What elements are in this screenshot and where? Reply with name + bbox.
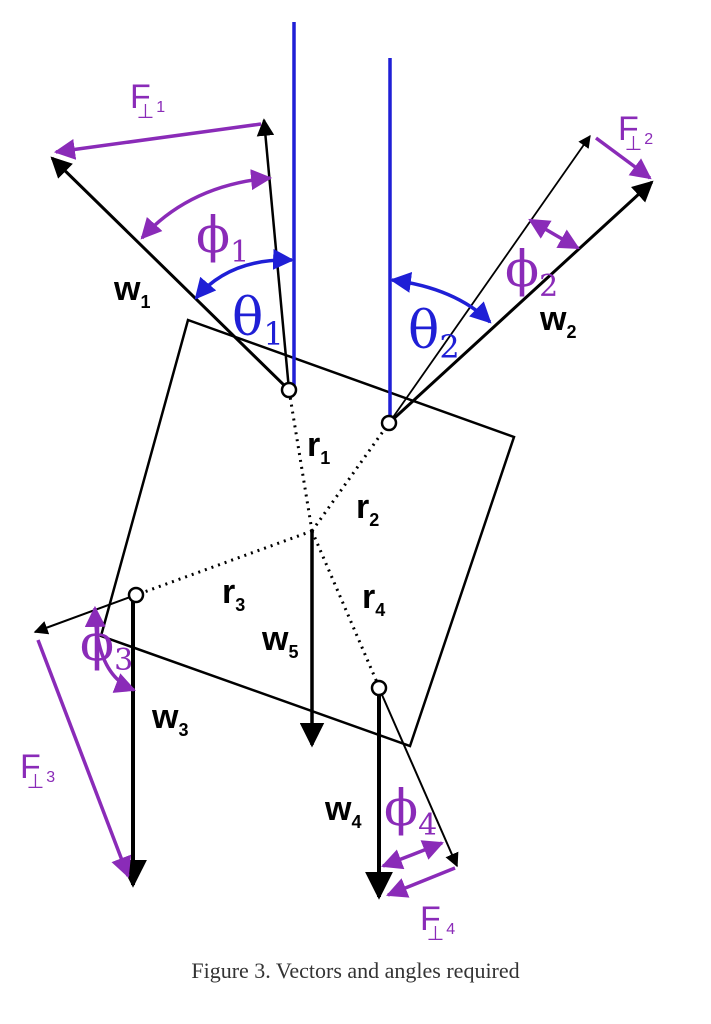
- radius-lines: [135, 389, 391, 688]
- attachment-points: [127, 381, 398, 697]
- w4-component: [378, 687, 459, 868]
- w1-label: w1: [113, 270, 150, 312]
- figure-caption: Figure 3. Vectors and angles required: [191, 958, 520, 983]
- rigid-body-square: [99, 318, 516, 748]
- r3-label: r3: [222, 573, 245, 615]
- w5-label: w5: [261, 620, 298, 662]
- phi4-label: ϕ4: [384, 779, 437, 843]
- F2-perp-arrow: [594, 136, 652, 180]
- F1-label: F⊥1: [130, 78, 165, 123]
- theta2-label: θ2: [408, 301, 460, 366]
- attachment-point-2: [380, 414, 398, 432]
- theta-arcs: [194, 248, 492, 324]
- perpendicular-forces: [36, 122, 652, 898]
- w2-label: w2: [539, 300, 576, 342]
- phi2-label: ϕ2: [505, 240, 558, 304]
- r4-label: r4: [362, 578, 385, 620]
- F3-label: F⊥3: [20, 748, 55, 793]
- F2-label: F⊥2: [618, 110, 653, 155]
- F1-perp-arrow: [53, 122, 262, 160]
- phi3-label: ϕ3: [80, 614, 133, 678]
- r2-line: [310, 422, 391, 532]
- r2-label: r2: [356, 488, 379, 530]
- w3-label: w3: [151, 698, 188, 740]
- w2-component: [388, 134, 591, 424]
- theta1-arc: [194, 248, 295, 300]
- phi2-arc: [528, 218, 580, 250]
- theta2-arc: [389, 271, 492, 324]
- attachment-point-3: [127, 586, 145, 604]
- phi4-arc: [381, 840, 444, 870]
- F3-perp-arrow: [36, 639, 132, 878]
- w2-vector: [387, 180, 654, 425]
- w1-vector: [50, 156, 291, 392]
- phi-arcs: [84, 169, 580, 870]
- phi1-label: ϕ1: [196, 206, 249, 270]
- F4-perp-arrow: [386, 866, 456, 898]
- w4-label: w4: [324, 790, 361, 832]
- w3-component: [33, 595, 134, 635]
- r1-line: [287, 389, 314, 532]
- F4-label: F⊥4: [420, 900, 455, 945]
- attachment-point-4: [370, 679, 388, 697]
- attachment-point-1: [280, 381, 298, 399]
- phi1-arc: [140, 169, 273, 240]
- theta1-label: θ1: [232, 288, 284, 353]
- phi3-arc: [84, 605, 136, 693]
- r4-line: [310, 530, 381, 688]
- r1-label: r1: [307, 426, 330, 468]
